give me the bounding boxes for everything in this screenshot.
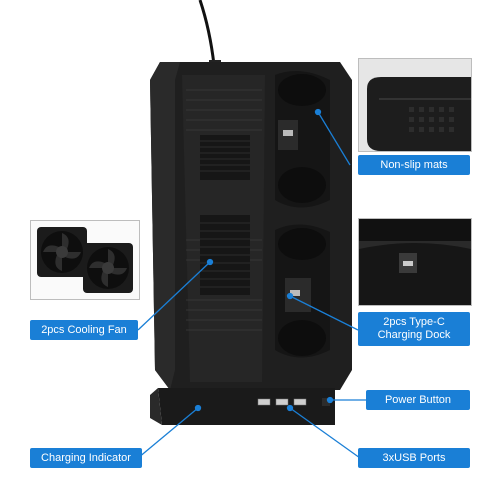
- inset-cooling-fans: [30, 220, 140, 300]
- power-button-shape: [322, 398, 330, 406]
- callout-cooling-fan-text: 2pcs Cooling Fan: [41, 323, 127, 336]
- inset-non-slip-mats: [358, 58, 472, 152]
- callout-type-c-dock: 2pcs Type-C Charging Dock: [358, 312, 470, 346]
- callout-usb-ports-text: 3xUSB Ports: [382, 451, 446, 464]
- type-c-connector-icon: [403, 261, 413, 266]
- callout-usb-ports: 3xUSB Ports: [358, 448, 470, 468]
- leader-lines: [137, 108, 366, 459]
- lower-controller-cradle: [275, 224, 330, 358]
- upper-fan-grille: [200, 135, 250, 180]
- callout-non-slip-mats-text: Non-slip mats: [380, 158, 448, 171]
- non-slip-mats-photo: [359, 59, 471, 151]
- callout-charging-indicator-text: Charging Indicator: [41, 451, 131, 464]
- callout-power-button: Power Button: [366, 390, 470, 410]
- usb-port-icon: [257, 398, 307, 406]
- callout-cooling-fan: 2pcs Cooling Fan: [30, 320, 138, 340]
- lower-fan-grille: [200, 215, 250, 295]
- callout-type-c-line2: Charging Dock: [377, 329, 451, 341]
- callout-type-c-line1: 2pcs Type-C: [383, 316, 445, 328]
- power-cable-icon: [198, 0, 216, 66]
- callout-non-slip-mats: Non-slip mats: [358, 155, 470, 175]
- callout-power-button-text: Power Button: [384, 393, 452, 406]
- callout-charging-indicator: Charging Indicator: [30, 448, 142, 468]
- inset-charging-dock: [358, 218, 472, 306]
- base-unit: [150, 388, 335, 425]
- cooling-fan-icon: [37, 227, 133, 293]
- upper-controller-cradle: [275, 71, 330, 208]
- charging-dock-photo: [359, 219, 471, 305]
- type-c-connector-icon: [283, 130, 293, 136]
